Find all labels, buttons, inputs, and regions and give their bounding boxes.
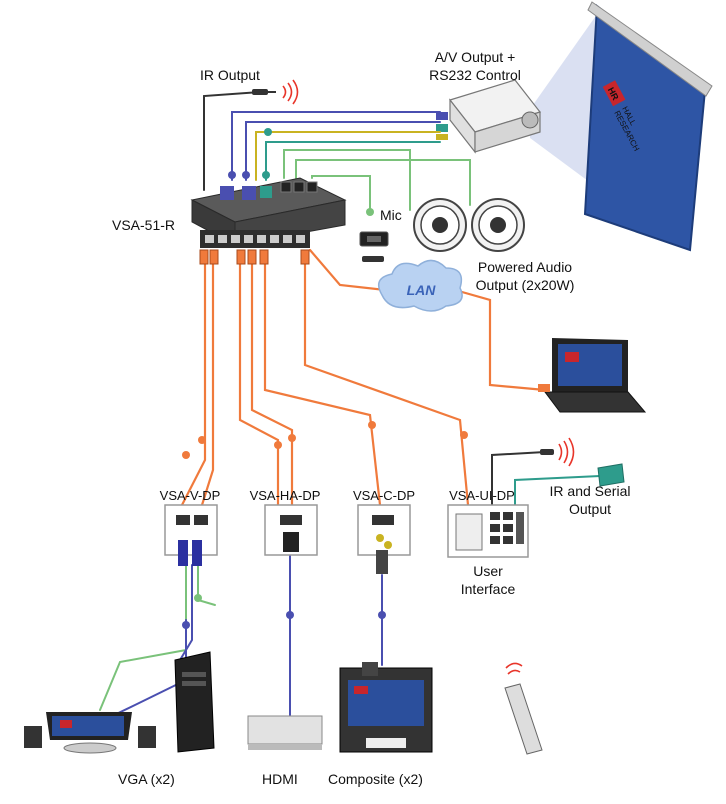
powered-audio-label-line2: Output (2x20W) xyxy=(476,277,575,293)
document-camera xyxy=(339,662,433,753)
speakers xyxy=(413,198,525,252)
projector xyxy=(436,79,542,154)
cable-connectors xyxy=(182,128,468,629)
user-interface-label-line2: Interface xyxy=(461,581,516,597)
lan-label: LAN xyxy=(407,282,437,298)
hdmi-source xyxy=(247,715,323,750)
wallplate-hdmi-label: VSA-HA-DP xyxy=(250,488,321,503)
powered-audio-label-line1: Powered Audio xyxy=(478,259,572,275)
ir-serial-label-line2: Output xyxy=(569,501,611,517)
ir-output-label: IR Output xyxy=(200,67,260,83)
ir-serial-label-line1: IR and Serial xyxy=(550,483,631,499)
cables xyxy=(99,91,601,719)
av-output-label-line2: RS232 Control xyxy=(429,67,521,83)
wallplate-vga xyxy=(164,504,218,566)
source-vga-label: VGA (x2) xyxy=(118,771,175,787)
laptop xyxy=(538,338,647,413)
pc-tower xyxy=(174,651,215,753)
user-interface-label-line1: User xyxy=(473,563,503,579)
wallplate-composite-label: VSA-C-DP xyxy=(353,488,415,503)
av-output-label-line1: A/V Output + xyxy=(435,49,516,65)
ir-output xyxy=(252,79,299,105)
projection-screen: HR HALL RESEARCH xyxy=(528,1,713,252)
wallplate-user-interface xyxy=(447,504,529,558)
ir-serial-output xyxy=(540,437,625,487)
mic-receiver xyxy=(359,231,389,262)
source-composite-label: Composite (x2) xyxy=(328,771,423,787)
remote-control xyxy=(504,662,543,755)
wallplate-vga-label: VSA-V-DP xyxy=(160,488,221,503)
vga-monitor xyxy=(24,712,156,754)
mic-label: Mic xyxy=(380,207,402,223)
source-hdmi-label: HDMI xyxy=(262,771,298,787)
lan-cloud: LAN xyxy=(377,259,463,312)
wallplate-ui-label: VSA-UI-DP xyxy=(449,488,515,503)
vsa-51-r-unit xyxy=(190,177,347,265)
wallplate-composite xyxy=(357,504,411,574)
wallplate-hdmi xyxy=(264,504,318,556)
main-unit-label: VSA-51-R xyxy=(112,217,175,233)
